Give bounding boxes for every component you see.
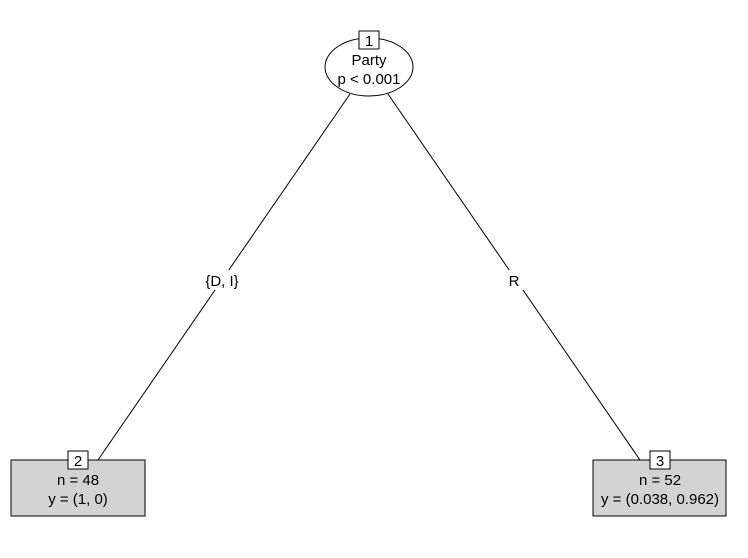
leaf-2-y: y = (1, 0) [48,491,108,508]
root-id-box [358,30,380,50]
leaf-3-n: n = 52 [639,472,681,489]
root-pvalue: p < 0.001 [338,71,401,88]
edge-left-label-bg [203,270,241,290]
leaf-3-id-box [649,450,671,470]
leaf-3-id: 3 [656,453,664,470]
leaf-2-id-box [67,450,89,470]
edge-left-label: {D, I} [205,273,238,290]
edge-right-label-bg [504,270,524,290]
edge-right-label: R [509,273,520,290]
leaf-2-n: n = 48 [57,472,99,489]
root-variable: Party [351,52,387,69]
leaf-3-y: y = (0.038, 0.962) [601,491,719,508]
leaf-node-3 [592,459,727,517]
leaf-2-id: 2 [74,453,82,470]
root-id: 1 [365,33,373,50]
